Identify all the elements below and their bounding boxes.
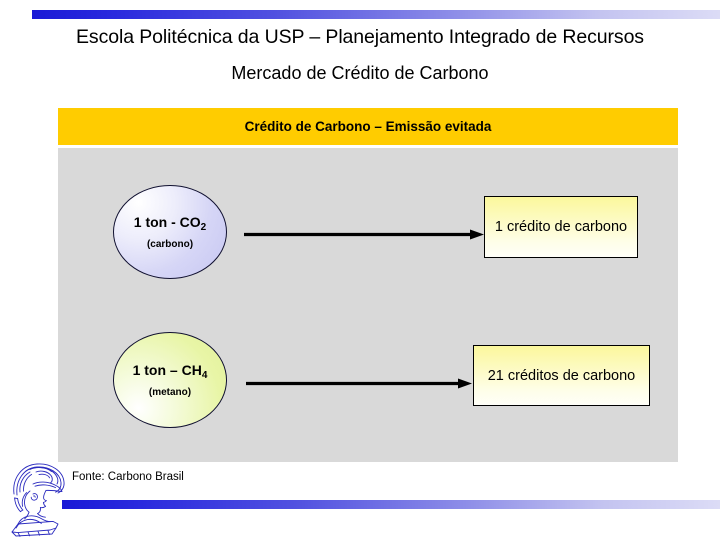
arrow-right-icon bbox=[246, 378, 472, 389]
credit-box-2: 21 créditos de carbono bbox=[473, 345, 650, 406]
node-co2: 1 ton - CO2 (carbono) bbox=[113, 185, 227, 279]
node-ch4: 1 ton – CH4 (metano) bbox=[113, 332, 227, 428]
node-ch4-amount: 1 ton – CH4 bbox=[133, 362, 208, 381]
node-ch4-note: (metano) bbox=[148, 386, 192, 398]
bottom-accent-rule bbox=[62, 500, 720, 509]
diagram-header-label: Crédito de Carbono – Emissão evitada bbox=[244, 119, 492, 134]
node-co2-amount: 1 ton - CO2 bbox=[134, 214, 206, 233]
top-accent-rule bbox=[32, 10, 720, 19]
node-co2-note: (carbono) bbox=[146, 238, 194, 250]
carbon-credit-diagram: Crédito de Carbono – Emissão evitada 1 t… bbox=[58, 108, 678, 462]
credit-box-2-label: 21 créditos de carbono bbox=[487, 367, 636, 384]
source-note: Fonte: Carbono Brasil bbox=[72, 471, 184, 483]
node-co2-amount-text: 1 ton - CO bbox=[133, 213, 201, 230]
arrow-right-icon bbox=[244, 229, 484, 240]
node-ch4-subscript: 4 bbox=[201, 369, 208, 381]
escola-politecnica-usp-minerva-logo-icon bbox=[6, 458, 70, 538]
credit-box-1-label: 1 crédito de carbono bbox=[494, 219, 628, 235]
diagram-header-band: Crédito de Carbono – Emissão evitada bbox=[58, 108, 678, 145]
page-subtitle: Mercado de Crédito de Carbono bbox=[231, 63, 489, 83]
node-ch4-amount-text: 1 ton – CH bbox=[132, 361, 202, 378]
node-co2-subscript: 2 bbox=[200, 221, 207, 233]
diagram-canvas: 1 ton - CO2 (carbono) 1 ton – CH4 (metan… bbox=[58, 148, 678, 462]
page-title: Escola Politécnica da USP – Planejamento… bbox=[76, 26, 644, 48]
credit-box-1: 1 crédito de carbono bbox=[484, 196, 638, 258]
